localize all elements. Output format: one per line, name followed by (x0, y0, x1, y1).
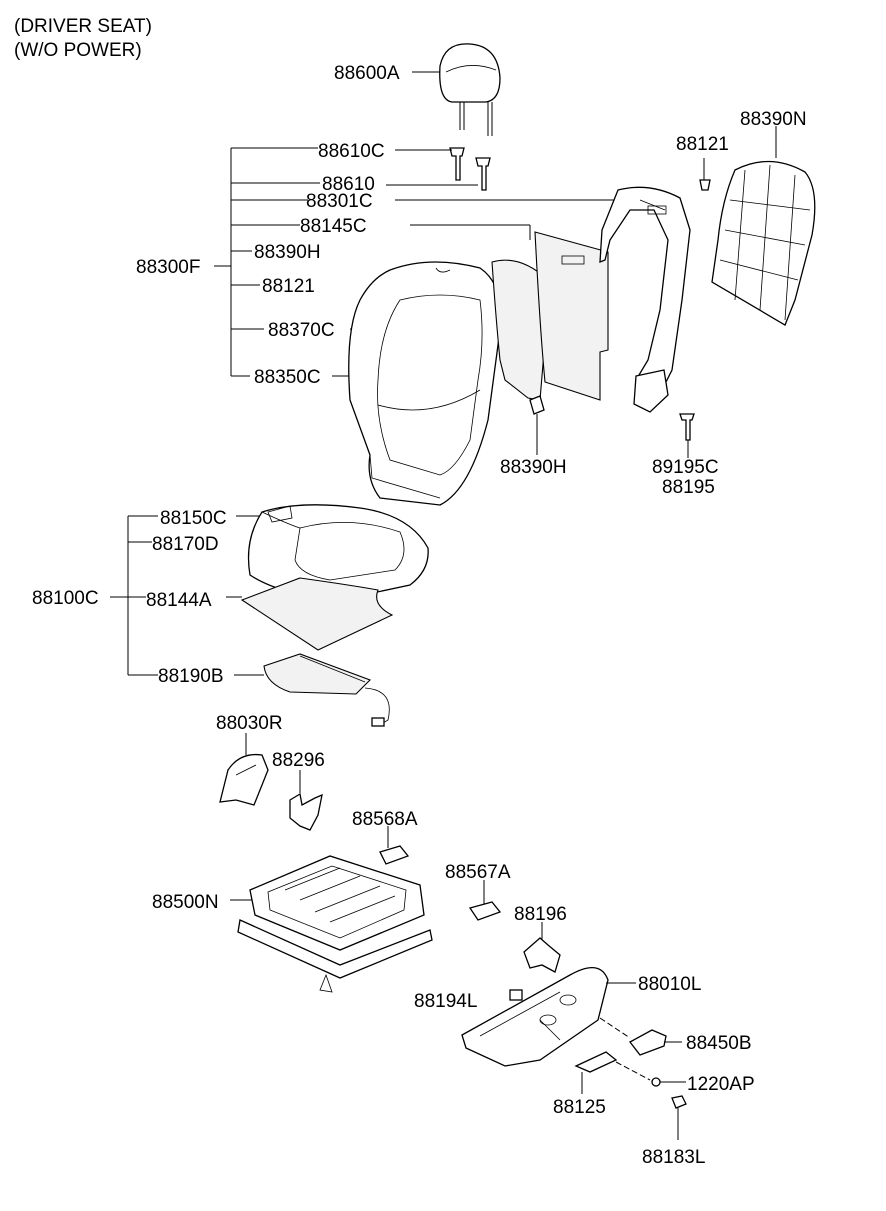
label-88195: 88195 (662, 477, 715, 498)
backrest-cover-drawing (348, 261, 502, 506)
label-88296: 88296 (272, 750, 325, 771)
label-1220AP: 1220AP (687, 1074, 755, 1095)
cover-88030R-drawing (219, 753, 269, 806)
cover-88568A-drawing (379, 845, 410, 865)
clip-88194L-drawing (509, 989, 523, 1001)
cushion-heater-drawing (263, 653, 390, 727)
lever-88125-drawing (574, 1051, 618, 1073)
label-88010L: 88010L (638, 974, 701, 995)
rear-panel-drawing (711, 160, 816, 326)
bracket-88196-drawing (523, 937, 561, 973)
bracket-88296-drawing (289, 792, 323, 831)
side-shield-drawing (461, 967, 609, 1067)
backrest-frame-drawing (599, 186, 691, 413)
label-88194L: 88194L (414, 991, 477, 1012)
cushion-cover-drawing (247, 504, 429, 601)
label-88450B: 88450B (686, 1033, 752, 1054)
label-88390N: 88390N (740, 109, 807, 130)
label-88567A: 88567A (445, 862, 511, 883)
cover-88567A-drawing (468, 901, 502, 921)
label-88121-a: 88121 (262, 276, 315, 297)
clip-88121-drawing (699, 179, 711, 191)
label-88196: 88196 (514, 904, 567, 925)
label-88370C: 88370C (268, 320, 335, 341)
label-88150C: 88150C (160, 508, 227, 529)
label-89195C: 89195C (652, 457, 719, 478)
cushion-pad-drawing (240, 577, 394, 651)
header-line-1: (DRIVER SEAT) (14, 16, 152, 37)
label-88100C: 88100C (32, 588, 99, 609)
backrest-pad-drawing (491, 259, 551, 415)
header-line-2: (W/O POWER) (14, 40, 142, 61)
label-88568A: 88568A (352, 809, 418, 830)
label-88300F: 88300F (136, 257, 200, 278)
label-88500N: 88500N (152, 892, 219, 913)
label-88190B: 88190B (158, 666, 224, 687)
label-88610C: 88610C (318, 141, 385, 162)
label-88125: 88125 (553, 1097, 606, 1118)
label-88121-b: 88121 (676, 134, 729, 155)
label-88301C: 88301C (306, 191, 373, 212)
label-88600A: 88600A (334, 63, 400, 84)
backrest-board-drawing (534, 231, 609, 401)
bolt-89195C-drawing (679, 413, 695, 441)
label-88030R: 88030R (216, 713, 283, 734)
label-88144A: 88144A (146, 590, 212, 611)
knob-88450B-drawing (629, 1029, 667, 1056)
headrest-guide-drawing (449, 147, 491, 191)
label-88610: 88610 (322, 174, 375, 195)
screw-1220AP-drawing (651, 1077, 661, 1087)
label-88145C: 88145C (300, 216, 367, 237)
label-88170D: 88170D (152, 534, 219, 555)
seat-track-drawing (237, 855, 433, 993)
label-88390H-b: 88390H (500, 457, 567, 478)
label-88183L: 88183L (642, 1147, 705, 1168)
bracket-88300F (214, 147, 628, 377)
headrest-drawing (439, 43, 501, 136)
label-88350C: 88350C (254, 367, 321, 388)
cap-88183L-drawing (671, 1095, 687, 1109)
label-88390H-a: 88390H (254, 242, 321, 263)
